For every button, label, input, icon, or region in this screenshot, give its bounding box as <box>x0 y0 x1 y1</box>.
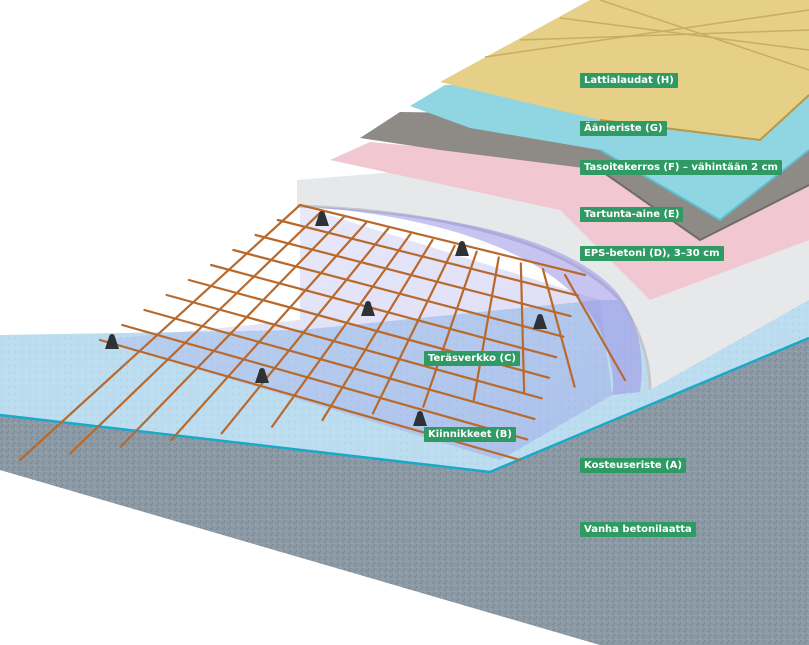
fastener-icon <box>455 241 469 256</box>
mesh-bar <box>69 209 324 455</box>
label-floorboards: Lattialaudat (H) <box>580 73 678 88</box>
label-sound-insulation: Äänieriste (G) <box>580 121 667 136</box>
fastener-icon <box>255 368 269 383</box>
mesh-bar <box>270 233 412 428</box>
steel-mesh <box>18 203 627 462</box>
mesh-bar <box>119 215 346 448</box>
mesh-bar <box>563 273 627 382</box>
mesh-bar <box>170 221 368 442</box>
fastener-icon <box>105 334 119 349</box>
mesh-shadow <box>100 206 612 460</box>
mesh-bar <box>165 293 543 400</box>
fasteners-group <box>105 211 547 426</box>
mesh-bar <box>276 218 579 297</box>
mesh-bar <box>18 203 302 462</box>
mesh-bar <box>143 308 536 420</box>
old-concrete-slab <box>0 338 809 645</box>
mesh-bar <box>232 248 565 338</box>
label-leveling-layer: Tasoitekerros (F) – vähintään 2 cm <box>580 160 782 175</box>
fastener-icon <box>413 411 427 426</box>
mesh-bar <box>321 238 434 422</box>
label-primer: Tartunta-aine (E) <box>580 207 684 222</box>
mesh-bar <box>472 256 500 402</box>
mesh-bar <box>210 263 558 359</box>
label-moisture-barrier: Kosteuseriste (A) <box>580 458 687 473</box>
mesh-bar <box>298 203 587 277</box>
label-old-slab: Vanha betonilaatta <box>580 522 696 537</box>
label-fasteners: Kiinnikkeet (B) <box>424 427 516 442</box>
mesh-bar <box>254 233 572 318</box>
fastener-icon <box>533 314 547 329</box>
floorboards-layer <box>440 0 809 142</box>
mesh-bar <box>371 244 456 415</box>
label-eps-concrete: EPS-betoni (D), 3–30 cm <box>580 246 724 261</box>
label-steel-mesh: Teräsverkko (C) <box>424 351 521 366</box>
fastener-icon <box>361 301 375 316</box>
mesh-bar <box>121 323 529 441</box>
fastener-icon <box>315 211 329 226</box>
